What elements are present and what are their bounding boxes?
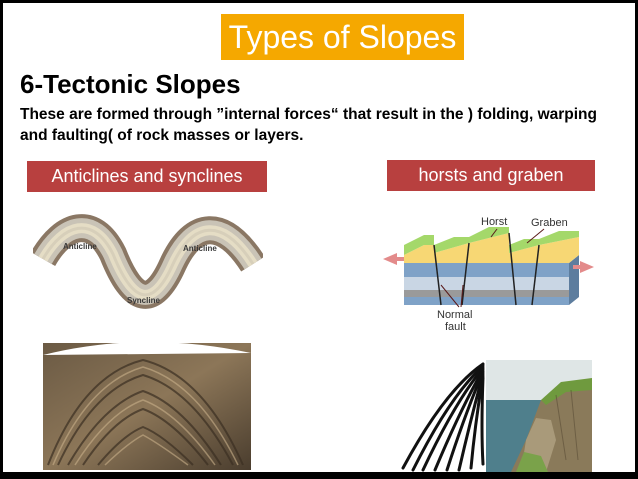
cliff-photo xyxy=(486,360,592,472)
normal-fault-label-1: Normal xyxy=(437,309,472,321)
slide-title: Types of Slopes xyxy=(221,14,464,60)
folded-rock-photo xyxy=(43,335,251,470)
slide: Types of Slopes 6-Tectonic Slopes These … xyxy=(3,3,635,472)
horst-graben-diagram: Horst Graben Normal fault xyxy=(379,215,599,340)
horsts-graben-label: horsts and graben xyxy=(387,160,595,191)
description-text: These are formed through ”internal force… xyxy=(20,104,620,146)
section-heading: 6-Tectonic Slopes xyxy=(20,69,241,100)
fold-diagram: Anticline Anticline Syncline xyxy=(33,209,263,319)
normal-fault-label-2: fault xyxy=(445,321,466,333)
syncline-label: Syncline xyxy=(127,296,160,305)
fault-lines-sketch xyxy=(395,360,485,472)
anticlines-synclines-label: Anticlines and synclines xyxy=(27,161,267,192)
horst-label: Horst xyxy=(481,216,507,228)
anticline-label-1: Anticline xyxy=(63,242,97,251)
graben-label: Graben xyxy=(531,217,568,229)
anticline-label-2: Anticline xyxy=(183,244,217,253)
